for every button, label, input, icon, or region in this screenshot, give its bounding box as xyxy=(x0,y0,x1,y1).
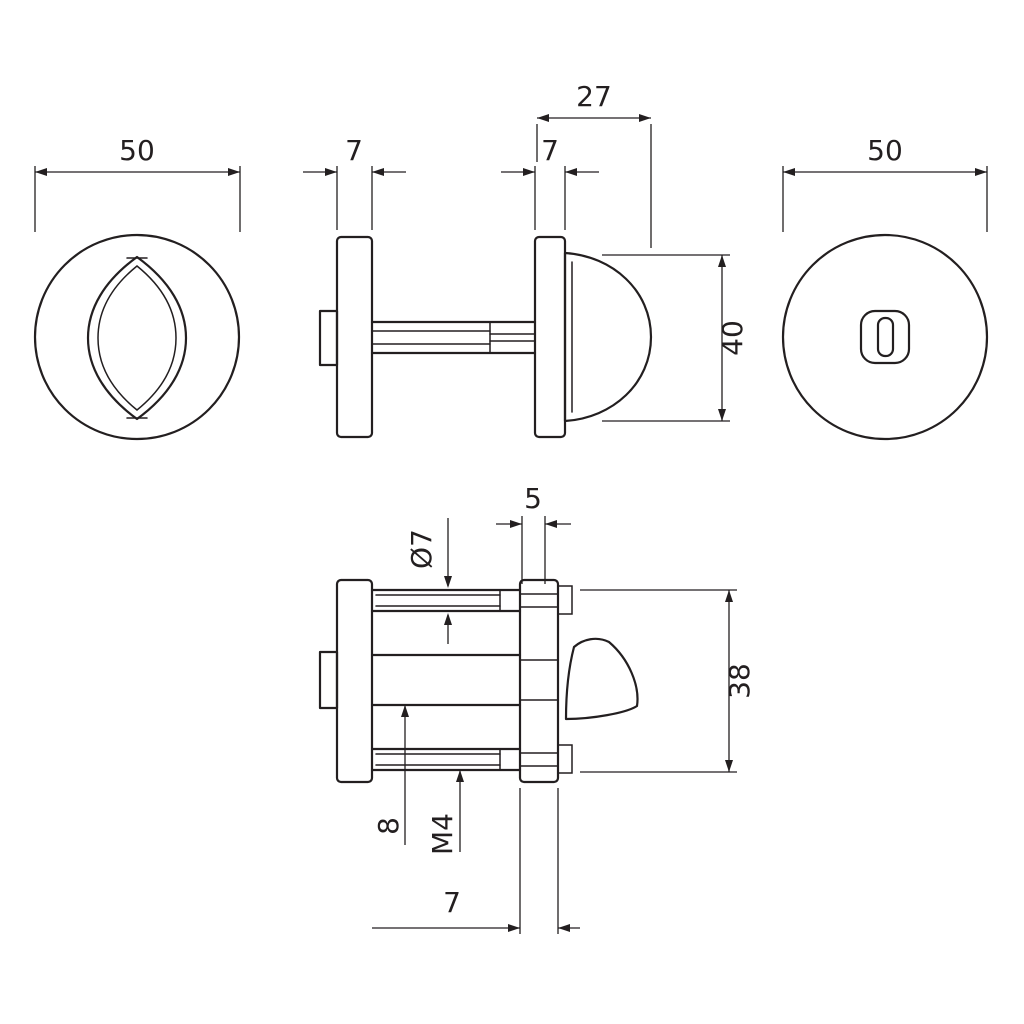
dim-back-diameter-group: 50 xyxy=(782,134,988,232)
emergency-release-boss xyxy=(859,309,911,365)
dim-knob-depth-group: 27 xyxy=(536,80,652,248)
section-left-rosette xyxy=(335,578,374,784)
section-view: Ø7 5 38 8 xyxy=(318,482,756,934)
section-right-rosette xyxy=(518,578,560,784)
dim-right-plate-thickness: 7 xyxy=(541,134,559,167)
dim-knob-depth: 27 xyxy=(576,80,612,113)
dim-left-plate-thickness: 7 xyxy=(345,134,363,167)
dim-right-plate-group: 7 xyxy=(501,134,599,230)
side-left-rosette xyxy=(335,235,374,439)
dim-left-plate-group: 7 xyxy=(303,134,406,230)
side-right-rosette xyxy=(533,235,567,439)
back-view: 50 xyxy=(781,134,989,441)
dim-plate-thickness: 7 xyxy=(443,886,461,919)
side-left-boss xyxy=(318,309,339,367)
section-left-boss xyxy=(318,650,339,710)
top-screw-bush xyxy=(557,585,573,615)
dim-thread-group: M4 xyxy=(426,770,464,855)
spindle xyxy=(370,653,559,707)
dim-screw-thread: M4 xyxy=(426,813,459,855)
front-view: 50 xyxy=(33,134,241,441)
dim-hole-distance-group: 38 xyxy=(580,589,756,773)
dim-spindle-size: 8 xyxy=(372,817,405,835)
thumb-turn-front xyxy=(86,255,188,421)
dim-screw-head-offset-group: 5 xyxy=(496,482,571,584)
dim-front-diameter-group: 50 xyxy=(34,134,241,232)
thumb-turn-cone xyxy=(564,637,639,721)
dim-hole-distance: 38 xyxy=(723,663,756,699)
back-rosette-outline xyxy=(781,233,989,441)
emergency-release-slot xyxy=(876,316,895,358)
side-spindle xyxy=(370,320,537,355)
bottom-screw-bush xyxy=(557,744,573,774)
dim-plate-thickness-group: 7 xyxy=(372,788,580,934)
bottom-screw xyxy=(370,744,573,774)
dim-screw-diameter-group: Ø7 xyxy=(405,518,452,644)
dim-front-diameter: 50 xyxy=(119,134,155,167)
thumb-turn-knob-side xyxy=(563,251,653,423)
dim-knob-height-group: 40 xyxy=(602,254,749,422)
dim-back-diameter: 50 xyxy=(867,134,903,167)
dim-screw-head-offset: 5 xyxy=(524,482,542,515)
side-view: 7 7 27 40 xyxy=(303,80,749,439)
front-rosette-outline xyxy=(33,233,241,441)
thumb-turn-front-inner xyxy=(97,265,177,411)
dim-screw-diameter: Ø7 xyxy=(405,529,438,569)
top-screw xyxy=(370,585,573,615)
dim-knob-height: 40 xyxy=(716,320,749,356)
dim-spindle-group: 8 xyxy=(372,705,409,845)
